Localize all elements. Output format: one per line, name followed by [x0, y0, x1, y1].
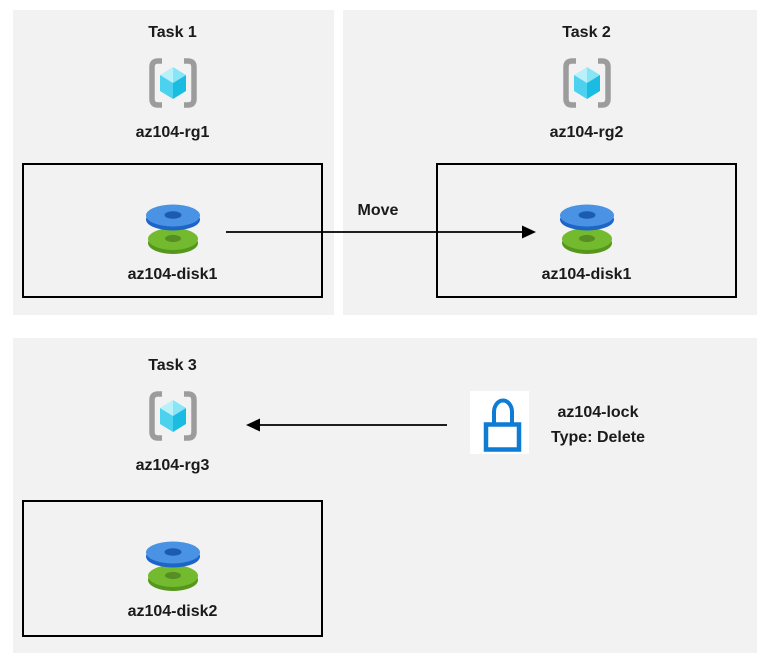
task2-rg-label: az104-rg2	[549, 124, 624, 141]
task1-rg-label: az104-rg1	[135, 124, 210, 141]
task2-title: Task 2	[562, 24, 611, 41]
resource-group-icon	[148, 58, 197, 108]
panel-task3: Task 3 az104-rg3 az104-disk2	[13, 338, 757, 653]
lock-box	[470, 391, 529, 454]
task1-content: Task 1 az104-rg1	[22, 22, 323, 144]
task2-disk-box: az104-disk1	[436, 163, 737, 298]
lock-icon	[483, 398, 522, 452]
task3-title: Task 3	[148, 357, 197, 374]
panel-task2: Task 2 az104-rg2 az104-disk1	[343, 10, 757, 315]
resource-group-icon	[562, 58, 611, 108]
lock-arrow	[246, 418, 447, 432]
move-arrow	[226, 225, 536, 239]
lock-name-label: az104-lock	[557, 404, 639, 421]
lock-labels: az104-lock Type: Delete	[538, 400, 658, 450]
task1-disk-label: az104-disk1	[127, 266, 218, 283]
disk-icon	[559, 204, 614, 254]
task3-content: Task 3 az104-rg3	[22, 355, 323, 477]
task2-content: Task 2 az104-rg2	[436, 22, 737, 144]
lock-type-label: Type: Delete	[551, 429, 645, 446]
task1-disk-box: az104-disk1	[22, 163, 323, 298]
task1-title: Task 1	[148, 24, 197, 41]
disk-icon	[145, 204, 200, 254]
move-arrow-label: Move	[357, 202, 399, 219]
task3-disk-box: az104-disk2	[22, 500, 323, 637]
task3-rg-label: az104-rg3	[135, 457, 210, 474]
disk-icon	[145, 541, 200, 591]
task3-disk-label: az104-disk2	[127, 603, 218, 620]
panel-task1: Task 1 az104-rg1 az104-disk1	[13, 10, 334, 315]
task2-disk-label: az104-disk1	[541, 266, 632, 283]
resource-group-icon	[148, 391, 197, 441]
